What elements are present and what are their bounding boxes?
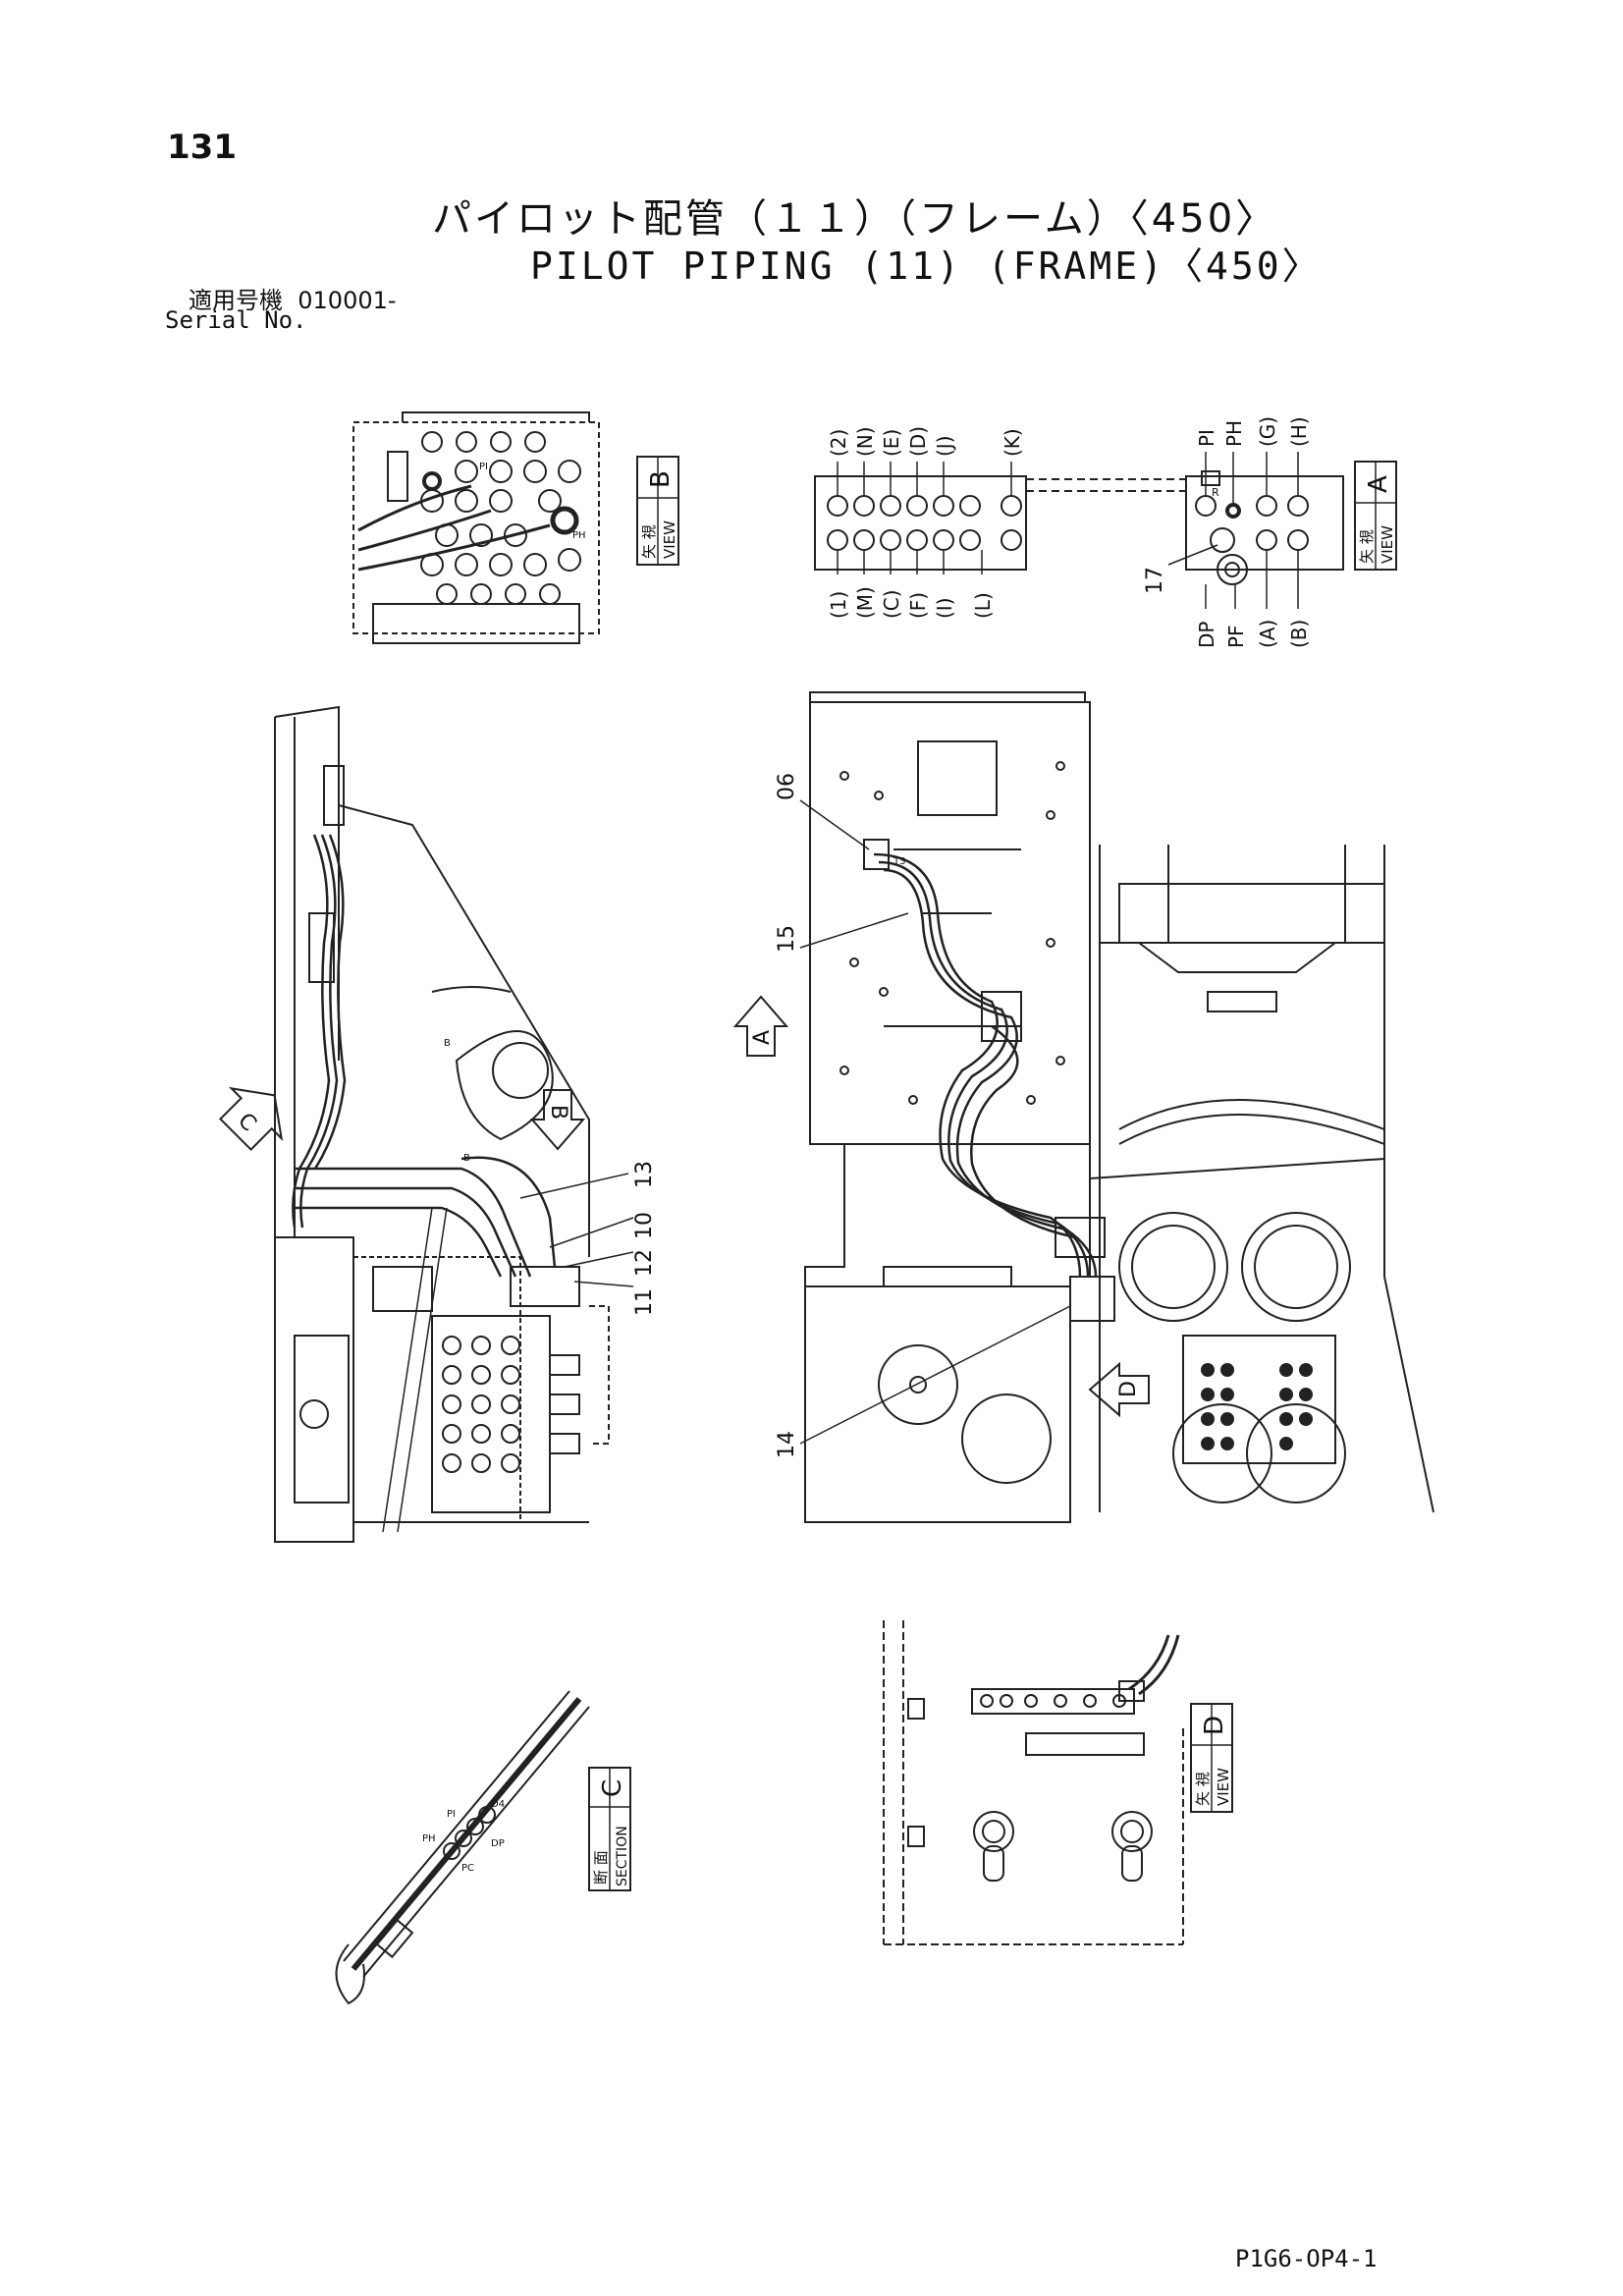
serial-label-english: Serial No. bbox=[165, 306, 307, 334]
page-number: 131 bbox=[167, 128, 237, 167]
section-c-port-label: DP bbox=[491, 1838, 505, 1849]
view-a-fittings-bottom bbox=[827, 529, 1022, 551]
section-c-port-label: PC bbox=[461, 1863, 474, 1874]
view-d-label-en: VIEW bbox=[1215, 1768, 1232, 1806]
title-english: PILOT PIPING (11) (FRAME)〈450〉 bbox=[530, 245, 1323, 288]
left-callout-leaders bbox=[519, 1173, 634, 1287]
control-valve-fittings bbox=[442, 1336, 520, 1473]
view-arrow-a-letter: A bbox=[750, 1030, 775, 1045]
view-a-port-label: PF bbox=[1224, 625, 1248, 648]
view-a-leaders bbox=[837, 452, 1299, 609]
view-arrow-a: A bbox=[732, 995, 789, 1057]
view-b-port-label-ph: PH bbox=[572, 530, 586, 541]
section-c-label-en: SECTION bbox=[615, 1826, 630, 1886]
view-arrow-d: D bbox=[1088, 1361, 1150, 1418]
pilot-hose-bundle-left bbox=[292, 834, 557, 1278]
view-d-label-jp: 矢 視 bbox=[1194, 1772, 1212, 1806]
view-a-port-label: PH bbox=[1222, 420, 1246, 447]
view-a-port-label: (J) bbox=[933, 435, 956, 457]
right-callouts: 06 15 14 bbox=[775, 773, 799, 1458]
view-b-letter: B bbox=[646, 470, 676, 488]
document-id: P1G6-OP4-1 bbox=[1235, 2245, 1378, 2272]
section-c-fittings bbox=[443, 1806, 496, 1860]
view-arrow-c: C bbox=[219, 1086, 284, 1151]
section-c-letter: C bbox=[598, 1779, 627, 1797]
main-control-valve-fittings bbox=[1201, 1363, 1313, 1450]
callout-11: 11 bbox=[632, 1288, 657, 1316]
view-a-port-label: (1) bbox=[827, 591, 850, 619]
left-callouts: 13 10 12 11 bbox=[632, 1161, 657, 1316]
view-a-fittings-top bbox=[827, 495, 1022, 517]
callout-06: 06 bbox=[775, 773, 799, 800]
view-arrow-b-letter: B bbox=[546, 1105, 570, 1120]
pilot-hose-bundle-right bbox=[873, 852, 1098, 1278]
callout-14: 14 bbox=[775, 1431, 799, 1458]
section-c-label-jp: 断 面 bbox=[592, 1850, 610, 1885]
section-c-port-labels: PH PI PC DP D4 bbox=[422, 1799, 505, 1874]
view-a-port-label: PI bbox=[1195, 429, 1218, 447]
view-b-label-en: VIEW bbox=[661, 520, 678, 559]
view-d-label-box: 矢 視 VIEW D bbox=[1190, 1703, 1233, 1813]
view-b-fittings bbox=[420, 431, 581, 605]
section-c-label-box: 断 面 SECTION C bbox=[588, 1767, 631, 1891]
section-c-port-label: PH bbox=[422, 1833, 436, 1844]
view-arrow-c-letter: C bbox=[233, 1109, 261, 1137]
view-a-port-label: (L) bbox=[971, 592, 995, 619]
view-arrow-d-letter: D bbox=[1116, 1381, 1141, 1397]
view-a-fittings-right bbox=[1195, 495, 1309, 585]
frame-small-label: B bbox=[444, 1038, 451, 1049]
view-b-label-box: 矢 視 VIEW B bbox=[636, 456, 679, 566]
view-a-port-label: (I) bbox=[933, 597, 956, 619]
view-a-port-label: (B) bbox=[1287, 620, 1311, 648]
view-a-port-label: (D) bbox=[906, 426, 930, 457]
section-c-diagram: PH PI PC DP D4 断 面 SECTION C bbox=[335, 1690, 631, 2005]
view-d-fittings bbox=[980, 1694, 1126, 1708]
section-c-port-label: PI bbox=[447, 1809, 456, 1820]
view-a-port-label: (G) bbox=[1256, 416, 1279, 447]
view-b-diagram: PI PH 矢 視 VIEW B bbox=[352, 411, 679, 644]
view-a-port-labels: (2) (N) (E) (D) (J) (K) PI PH (G) (H) (1… bbox=[827, 416, 1311, 648]
right-callout-leaders bbox=[799, 799, 1071, 1445]
callout-15: 15 bbox=[775, 925, 799, 953]
serial-value: 010001- bbox=[298, 287, 397, 314]
view-a-port-label: (N) bbox=[853, 426, 877, 457]
serial-row-japanese: 適用号機 010001- bbox=[189, 281, 397, 315]
main-left-frame: B B C B 13 10 12 11 bbox=[219, 705, 657, 1543]
view-a-label-box: 矢 視 VIEW A bbox=[1354, 461, 1397, 571]
view-d-diagram: 矢 視 VIEW D bbox=[883, 1620, 1233, 1945]
deck-holes bbox=[839, 761, 1065, 1105]
view-a-port-label: (M) bbox=[853, 586, 877, 619]
frame-small-label: B bbox=[463, 1153, 470, 1164]
view-a-port-label: (2) bbox=[827, 429, 850, 457]
view-a-label-en: VIEW bbox=[1379, 525, 1396, 564]
view-a-letter: A bbox=[1364, 475, 1393, 493]
plan-small-label-t3: T3 bbox=[893, 856, 905, 867]
main-right-plan: T3 A D 06 15 14 bbox=[732, 691, 1434, 1523]
view-a-diagram: R (2) (N) (E) (D) (J) (K) PI PH (G) (H) … bbox=[814, 416, 1397, 648]
view-a-port-label: (F) bbox=[906, 592, 930, 619]
callout-12: 12 bbox=[632, 1249, 657, 1277]
view-a-callout: 17 bbox=[1143, 567, 1167, 594]
view-a-port-label: (A) bbox=[1256, 620, 1279, 648]
title-japanese: パイロット配管（１１）（フレーム）〈450〉 bbox=[432, 196, 1278, 242]
view-d-letter: D bbox=[1200, 1716, 1229, 1735]
view-a-port-label: (E) bbox=[880, 429, 903, 457]
section-c-port-label: D4 bbox=[491, 1799, 505, 1810]
view-a-inner-label: R bbox=[1212, 486, 1219, 499]
view-b-label-jp: 矢 視 bbox=[640, 524, 658, 559]
view-a-port-label: (C) bbox=[880, 589, 903, 619]
view-a-port-label: (H) bbox=[1287, 416, 1311, 447]
view-a-port-label: DP bbox=[1195, 622, 1218, 648]
callout-10: 10 bbox=[632, 1212, 657, 1239]
view-a-port-label: (K) bbox=[1001, 428, 1024, 457]
serial-label-japanese: 適用号機 bbox=[189, 287, 283, 314]
view-arrow-b: B bbox=[529, 1089, 586, 1151]
view-a-label-jp: 矢 視 bbox=[1358, 529, 1376, 564]
callout-13: 13 bbox=[632, 1161, 657, 1188]
view-b-port-label-pi: PI bbox=[479, 462, 488, 472]
